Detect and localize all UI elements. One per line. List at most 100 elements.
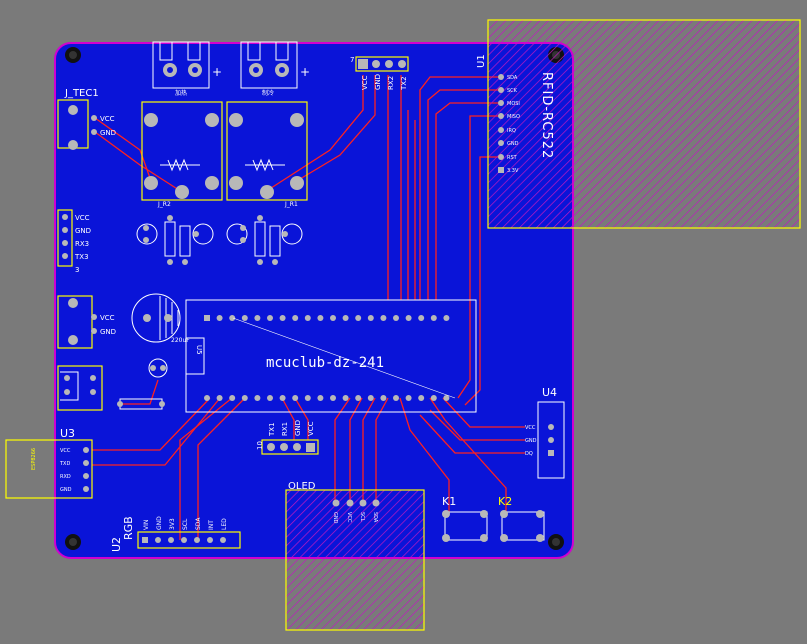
mcu-pin <box>355 395 362 401</box>
oled-pin-1: GND <box>332 512 338 524</box>
u3-module-text: ESP8266 <box>31 448 37 470</box>
u4-pin-2: GND <box>525 438 537 444</box>
u4-pin-3: DQ <box>525 451 533 457</box>
rgb-sensor-u2[interactable]: U2 RGB VIN GND 3V3 SCL SDA INT LED <box>110 516 241 552</box>
rfid-keepout-outline <box>487 19 801 229</box>
power-pin-1: VCC <box>100 314 115 322</box>
u3-pin-3: RXD <box>60 474 71 480</box>
mounting-holes <box>65 47 564 550</box>
mcu-pin <box>267 395 273 401</box>
rfid-pin-1: SDA <box>507 75 518 81</box>
mcu-pin <box>216 315 223 321</box>
header-bottom-pin-3: GND <box>294 420 302 436</box>
relay-right[interactable]: J_R1 <box>226 101 308 208</box>
k1-label: K1 <box>442 495 456 508</box>
rfid-ref: U1 <box>476 54 487 68</box>
power-connector[interactable]: VCC GND <box>57 295 116 349</box>
mcu-pin <box>204 315 210 321</box>
relay-left-ref: J_R2 <box>157 201 171 208</box>
header-top-pin-1: VCC <box>361 75 369 90</box>
mcu-pin <box>367 395 374 401</box>
u2-pin-6: INT <box>208 520 215 530</box>
uart-header-left[interactable]: VCC GND RX3 TX3 3 <box>57 209 91 274</box>
switch-component[interactable] <box>57 365 103 411</box>
header-bottom-ref: 10 <box>256 441 264 450</box>
mcu-pin <box>204 395 210 401</box>
rfid-pin-4: MISO <box>507 114 520 120</box>
header-bottom-pin-4: VCC <box>307 421 315 436</box>
mcu-pin <box>330 315 336 321</box>
button-k2[interactable]: K2 <box>498 495 545 542</box>
header-top[interactable]: 7 VCC GND RX2 TX2 <box>350 56 409 91</box>
mcu-pin <box>380 395 387 401</box>
u4-pin-1: VCC <box>525 425 536 431</box>
mcu-pin <box>267 315 273 321</box>
mcu-pin <box>229 315 236 321</box>
u2-ref: U2 <box>110 537 123 552</box>
k2-label: K2 <box>498 495 512 508</box>
header-top-pin-3: RX2 <box>387 76 395 90</box>
mcu-pin <box>304 315 311 321</box>
u3-module[interactable]: U3 VCC TXD RXD GND <box>59 427 89 493</box>
terminal-block-left[interactable]: + 加热 <box>152 41 222 97</box>
relay-left[interactable]: J_R2 <box>141 101 223 208</box>
header-top-pin-4: TX2 <box>400 76 408 91</box>
uart-pin-3: RX3 <box>75 240 89 248</box>
u3-ref: U3 <box>60 427 75 440</box>
mcu-pin <box>342 315 349 321</box>
mcu-pin <box>393 395 399 401</box>
u2-name: RGB <box>122 516 135 540</box>
mcu-pin <box>418 315 425 321</box>
oled-display[interactable]: OLED GND VCC SCL SDA <box>288 481 380 524</box>
header-bottom[interactable]: 10 TX1 RX1 GND VCC <box>256 420 319 455</box>
terminal-right-plus: + <box>300 65 310 79</box>
u3-pin-1: VCC <box>60 448 71 454</box>
terminal-right-text: 制冷 <box>262 89 274 97</box>
mcu-pin <box>355 315 362 321</box>
transistor-group-left <box>136 215 214 265</box>
terminal-block-right[interactable]: + 制冷 <box>240 41 310 97</box>
mcu-module[interactable]: U5 mcuclub-dz-241 <box>185 299 477 413</box>
rfid-module[interactable]: U1 RFID-RC522 SDA SCK MOSI MISO IRQ GND … <box>476 54 554 174</box>
terminal-left-text: 加热 <box>175 89 187 97</box>
rfid-name: RFID-RC522 <box>539 72 554 159</box>
u2-pin-7: LED <box>221 518 228 530</box>
u3-pin-4: GND <box>60 487 72 493</box>
button-k1[interactable]: K1 <box>442 495 488 542</box>
mcu-pin <box>367 315 374 321</box>
mcu-pin-row-top <box>204 315 450 321</box>
mcu-pin <box>254 395 261 401</box>
rfid-pin-5: IRQ <box>507 128 516 134</box>
header-bottom-pin-2: RX1 <box>281 422 289 436</box>
u3-module-outline <box>5 439 93 499</box>
uart-pin-4: TX3 <box>74 253 89 261</box>
header-top-pin-2: GND <box>374 74 382 90</box>
power-pin-2: GND <box>100 328 116 336</box>
u2-pin-2: GND <box>156 516 163 530</box>
j-tec1-connector[interactable]: J_TEC1 VCC GND <box>57 88 116 150</box>
mcu-pin <box>279 315 286 321</box>
j-tec1-pin-2: GND <box>100 129 116 137</box>
mcu-pin <box>241 315 248 321</box>
oled-pin-4: SDA <box>372 512 378 523</box>
oled-ref: OLED <box>288 481 316 492</box>
mcu-pin <box>342 395 349 401</box>
mcu-pin <box>430 315 437 321</box>
u2-pin-3: 3V3 <box>169 518 176 530</box>
header-top-ref: 7 <box>350 56 354 64</box>
mcu-pin <box>254 315 261 321</box>
uart-pin-1: VCC <box>75 214 90 222</box>
relay-right-ref: J_R1 <box>284 201 298 208</box>
j-tec1-pin-1: VCC <box>100 115 115 123</box>
board-title: mcuclub-dz-241 <box>266 355 384 371</box>
mcu-pin <box>405 395 412 401</box>
header-bottom-pin-1: TX1 <box>268 422 276 437</box>
electrolytic-capacitor: 220uF <box>131 293 190 344</box>
rfid-pin-6: GND <box>507 141 519 147</box>
u4-sensor[interactable]: U4 VCC GND DQ <box>525 386 565 479</box>
u4-ref: U4 <box>542 386 557 399</box>
capacitor-value: 220uF <box>171 337 190 344</box>
copper-traces <box>92 75 525 540</box>
oled-keepout-outline <box>285 489 425 631</box>
